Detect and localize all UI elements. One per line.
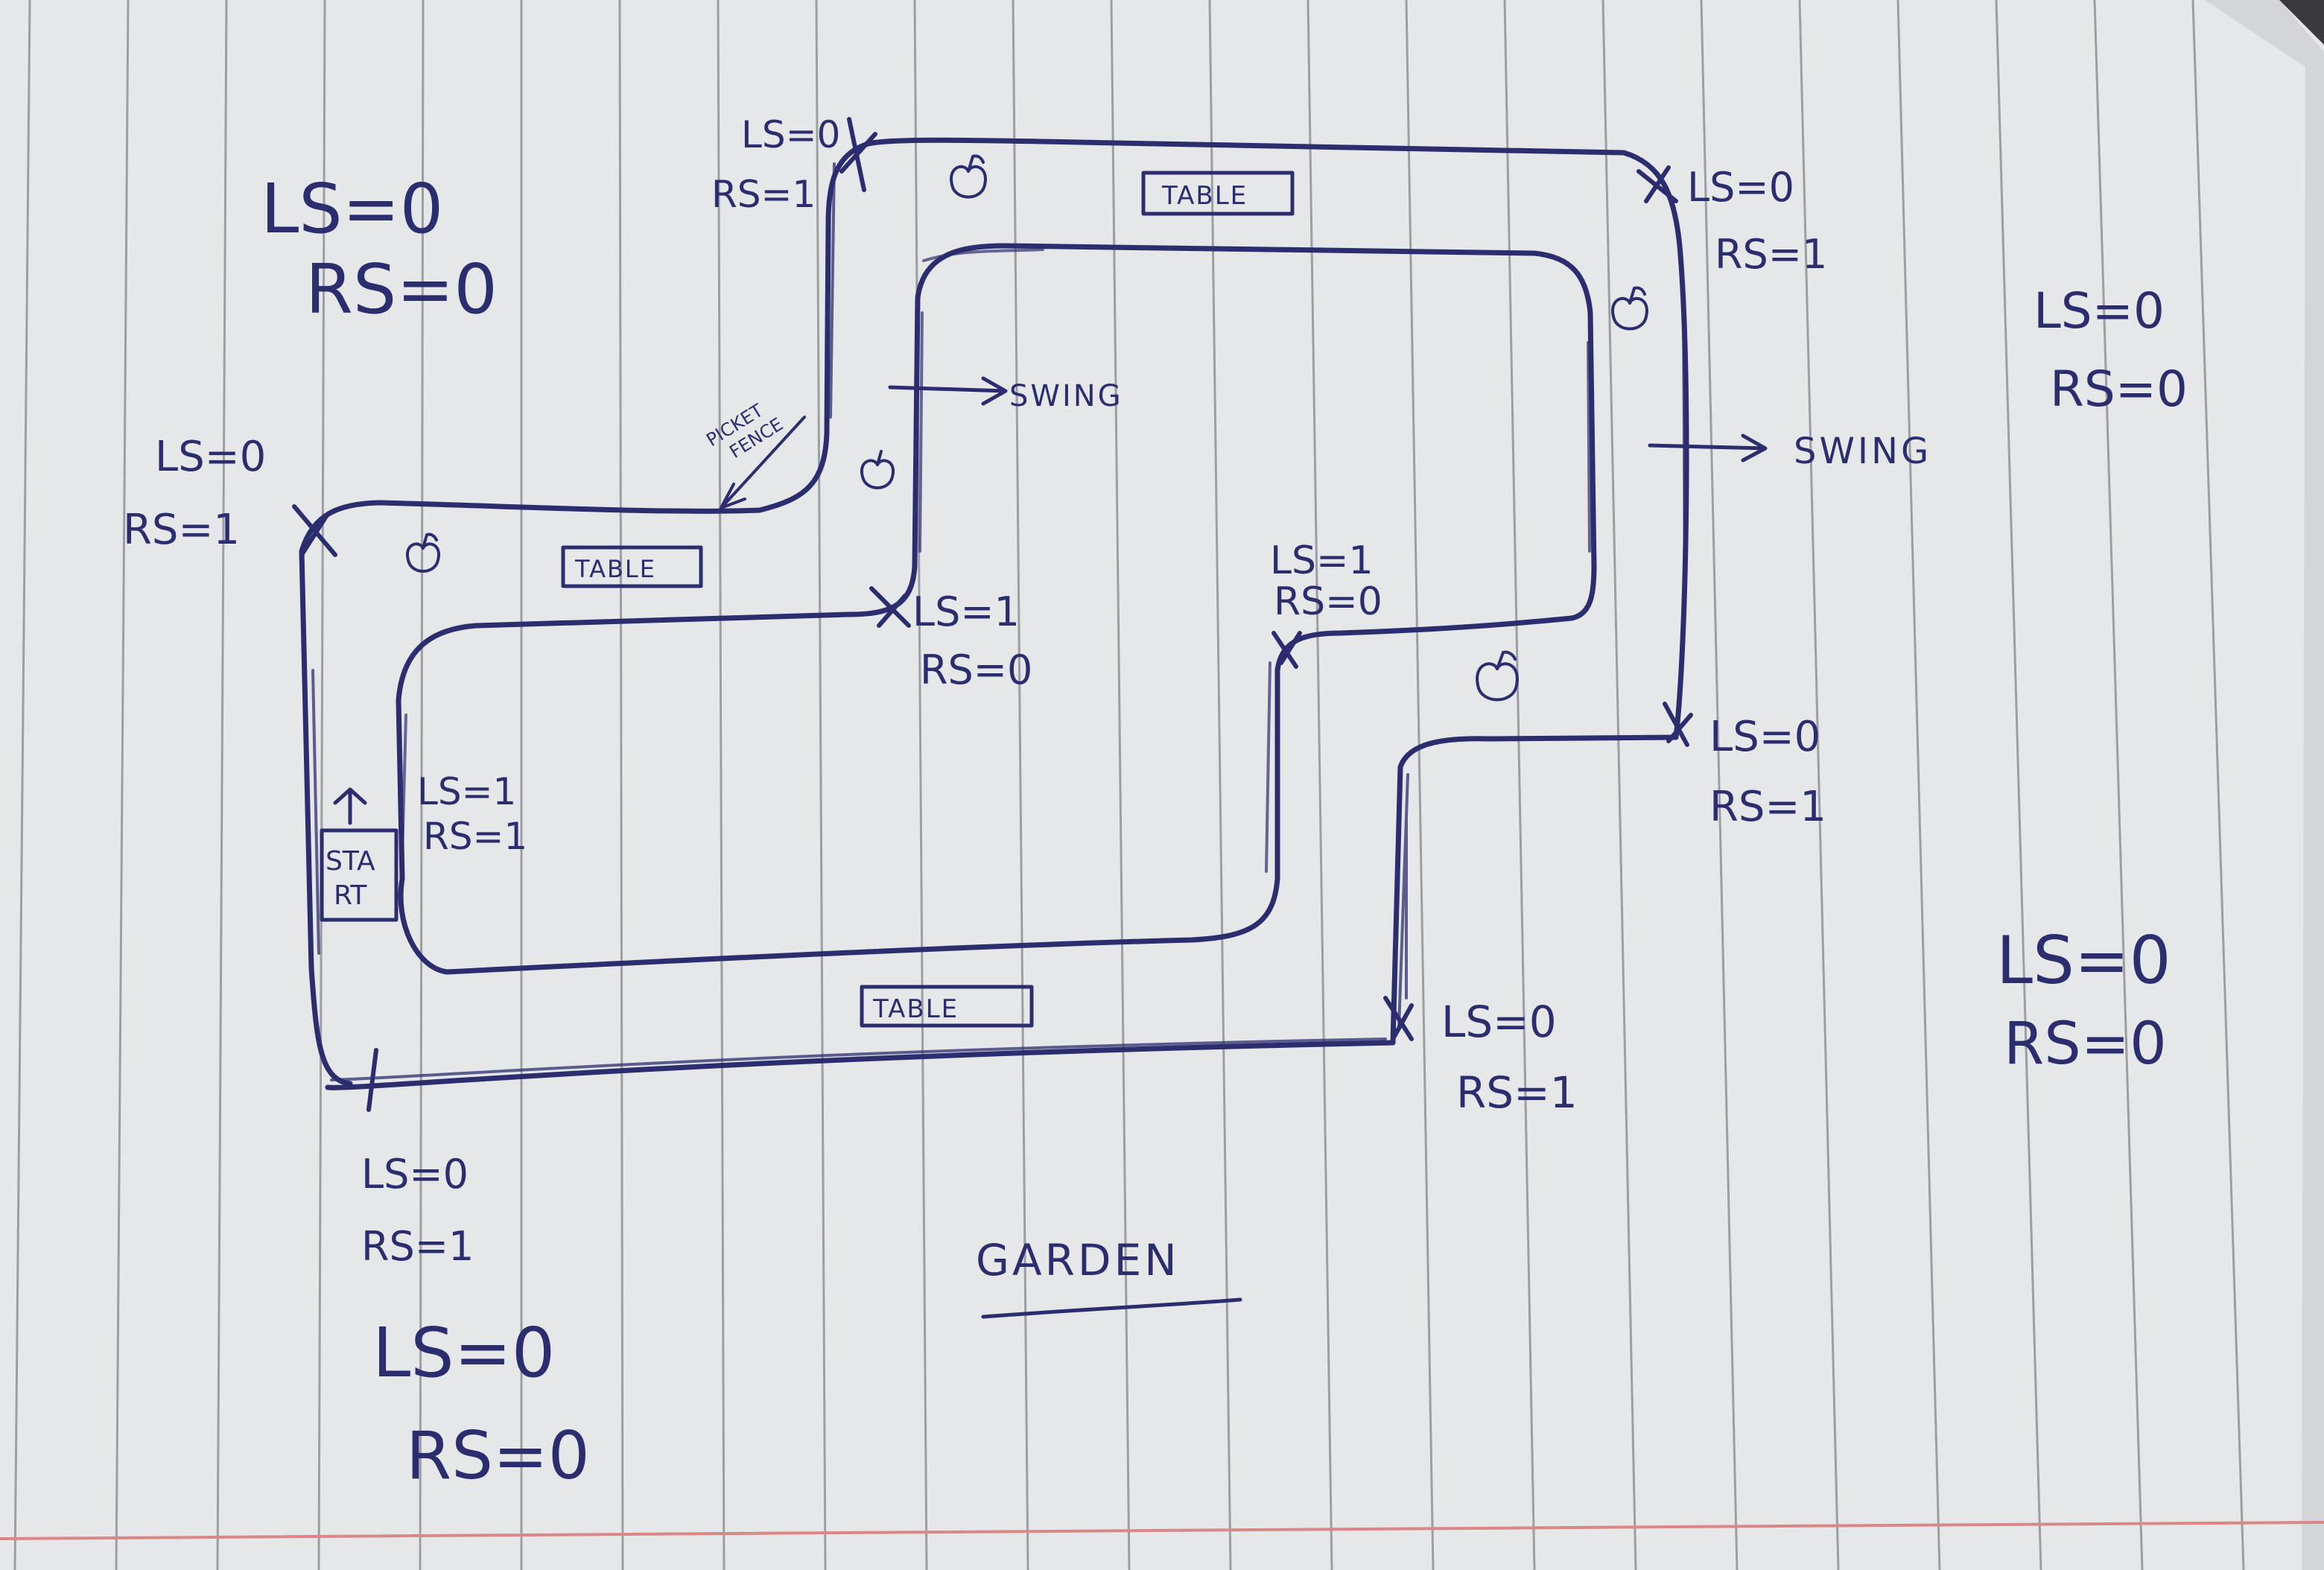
table-label-left: TABLE xyxy=(574,555,656,583)
checkpoint-5-rs: RS=1 xyxy=(1709,783,1826,831)
checkpoint-3-rs: RS=0 xyxy=(920,646,1032,693)
checkpoint-7-rs: RS=1 xyxy=(1456,1067,1578,1118)
table-label-top: TABLE xyxy=(1161,181,1248,211)
checkpoint-4-ls: LS=0 xyxy=(1687,164,1794,211)
checkpoint-1-rs: RS=1 xyxy=(123,506,240,554)
checkpoint-6-rs: RS=0 xyxy=(1274,579,1382,624)
checkpoint-2-rs: RS=1 xyxy=(711,173,816,216)
idle-state-4-ls: LS=0 xyxy=(372,1313,555,1393)
checkpoint-9-ls: LS=1 xyxy=(417,770,516,813)
swing-label-right: SWING xyxy=(1794,430,1931,472)
checkpoint-1-ls: LS=0 xyxy=(155,433,266,481)
idle-state-2-ls: LS=0 xyxy=(2034,282,2165,340)
start-label-bottom: RT xyxy=(334,880,367,911)
idle-state-2-rs: RS=0 xyxy=(2050,360,2188,418)
checkpoint-7-ls: LS=0 xyxy=(1441,997,1557,1047)
table-label-bottom: TABLE xyxy=(872,994,959,1024)
idle-state-3-ls: LS=0 xyxy=(1996,922,2171,999)
idle-state-1-ls: LS=0 xyxy=(261,169,443,249)
checkpoint-4-rs: RS=1 xyxy=(1715,231,1827,278)
swing-label-center: SWING xyxy=(1009,379,1123,413)
checkpoint-5-ls: LS=0 xyxy=(1709,713,1820,761)
idle-state-3-rs: RS=0 xyxy=(2004,1011,2167,1078)
checkpoint-8-rs: RS=1 xyxy=(361,1223,474,1270)
checkpoint-3-ls: LS=1 xyxy=(912,588,1020,635)
idle-state-4-rs: RS=0 xyxy=(406,1417,590,1494)
idle-state-1-rs: RS=0 xyxy=(305,250,498,329)
checkpoint-6-ls: LS=1 xyxy=(1270,538,1374,583)
checkpoint-8-ls: LS=0 xyxy=(361,1151,469,1198)
start-label-top: STA xyxy=(326,846,375,877)
checkpoint-2-ls: LS=0 xyxy=(741,113,840,156)
page-title: GARDEN xyxy=(976,1235,1180,1285)
checkpoint-9-rs: RS=1 xyxy=(423,815,527,858)
